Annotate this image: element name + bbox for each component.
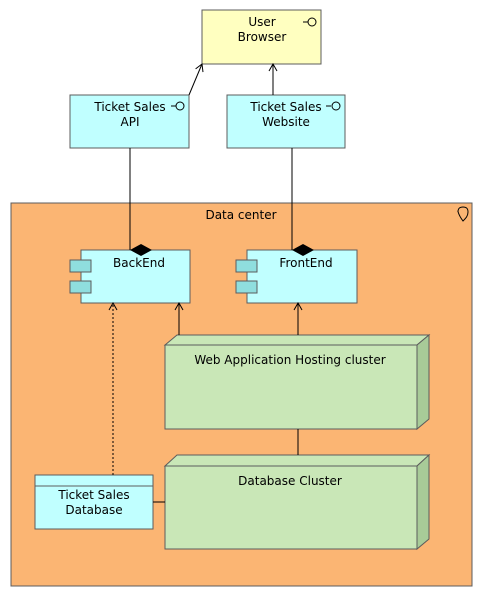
website-label-line1: Ticket Sales bbox=[249, 100, 321, 114]
location-pin-icon bbox=[457, 206, 469, 222]
component-icon bbox=[69, 259, 92, 294]
datacenter-label: Data center bbox=[205, 208, 276, 222]
interface-lollipop-icon bbox=[171, 101, 185, 111]
database-cluster-node[interactable]: Database Cluster bbox=[163, 453, 431, 551]
connectors bbox=[108, 62, 314, 503]
user-browser-box[interactable]: User Browser bbox=[201, 9, 322, 65]
database-label-line1: Ticket Sales bbox=[57, 488, 129, 502]
api-to-browser-edge bbox=[188, 63, 204, 96]
web-cluster-label: Web Application Hosting cluster bbox=[194, 353, 385, 367]
interface-lollipop-icon bbox=[303, 17, 317, 27]
component-icon bbox=[235, 259, 258, 294]
frontend-component[interactable]: FrontEnd bbox=[235, 249, 358, 304]
interface-lollipop-icon bbox=[326, 101, 341, 111]
backend-component[interactable]: BackEnd bbox=[69, 249, 191, 304]
frontend-label: FrontEnd bbox=[279, 256, 332, 270]
ticket-sales-database-box[interactable]: Ticket Sales Database bbox=[34, 474, 154, 530]
ticket-sales-api-box[interactable]: Ticket Sales API bbox=[69, 94, 190, 149]
ticket-sales-website-box[interactable]: Ticket Sales Website bbox=[226, 94, 346, 149]
database-label-line2: Database bbox=[65, 503, 122, 517]
db-cluster-label: Database Cluster bbox=[238, 474, 342, 488]
api-label-line2: API bbox=[121, 115, 140, 129]
website-label-line2: Website bbox=[262, 115, 310, 129]
api-label-line1: Ticket Sales bbox=[93, 100, 165, 114]
web-app-hosting-cluster-node[interactable]: Web Application Hosting cluster bbox=[163, 333, 431, 431]
user-browser-label-line2: Browser bbox=[238, 30, 287, 44]
user-browser-label-line1: User bbox=[248, 15, 275, 29]
backend-label: BackEnd bbox=[113, 256, 165, 270]
